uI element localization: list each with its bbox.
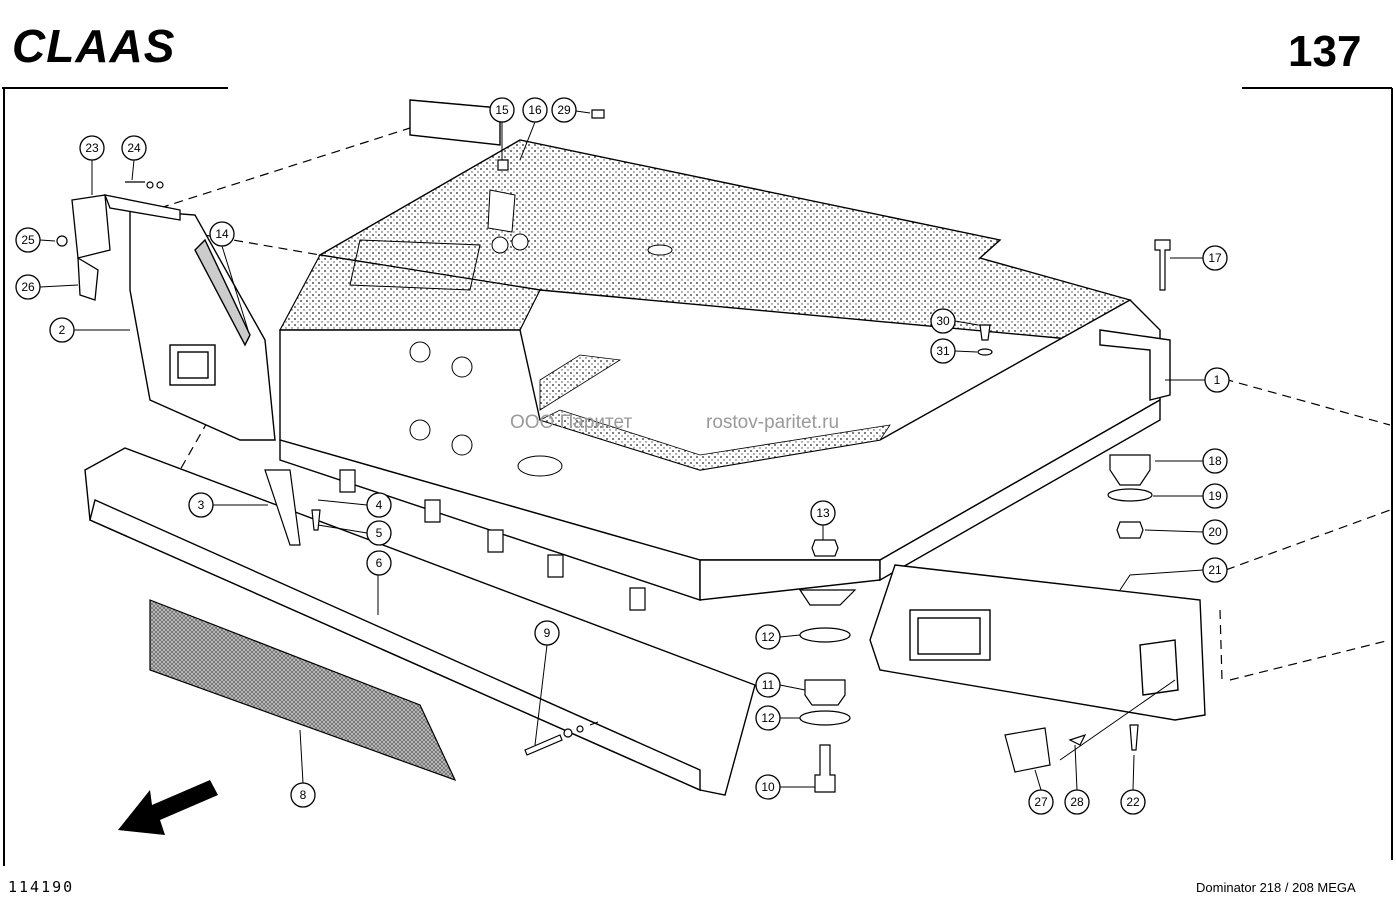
callout-10: 10 <box>755 774 781 800</box>
callout-24: 24 <box>121 135 147 161</box>
callout-30: 30 <box>930 308 956 334</box>
right-side-panel <box>869 564 1206 721</box>
model-name: Dominator 218 / 208 MEGA <box>1196 880 1356 895</box>
page-frame <box>2 87 1393 866</box>
callout-5: 5 <box>366 520 392 546</box>
svg-text:28: 28 <box>1070 795 1084 809</box>
svg-text:24: 24 <box>127 141 141 155</box>
document-id: 114190 <box>8 878 74 896</box>
svg-text:29: 29 <box>557 103 571 117</box>
cab-floor-plate <box>279 139 1132 341</box>
svg-text:4: 4 <box>376 498 383 512</box>
rear-frame-block <box>409 99 501 146</box>
svg-text:8: 8 <box>300 788 307 802</box>
direction-arrow-icon <box>118 780 218 835</box>
callout-21: 21 <box>1202 557 1228 583</box>
callout-14: 14 <box>209 221 235 247</box>
callout-1: 1 <box>1204 367 1230 393</box>
svg-text:17: 17 <box>1208 251 1222 265</box>
leader-lines <box>39 110 1205 791</box>
svg-text:25: 25 <box>21 233 35 247</box>
callout-23: 23 <box>79 135 105 161</box>
svg-text:9: 9 <box>544 626 551 640</box>
callout-16: 16 <box>522 97 548 123</box>
fasteners <box>56 109 1171 793</box>
svg-text:12: 12 <box>761 711 775 725</box>
svg-text:30: 30 <box>936 314 950 328</box>
svg-text:20: 20 <box>1208 525 1222 539</box>
callout-31: 31 <box>930 338 956 364</box>
watermark-site: rostov-paritet.ru <box>706 412 839 433</box>
svg-text:23: 23 <box>85 141 99 155</box>
svg-text:13: 13 <box>816 506 830 520</box>
callout-12-upper: 12 <box>755 624 781 650</box>
callout-9: 9 <box>534 620 560 646</box>
front-bumper <box>84 447 756 796</box>
svg-text:10: 10 <box>761 780 775 794</box>
svg-text:21: 21 <box>1208 563 1222 577</box>
platform-frame <box>279 299 1171 601</box>
svg-text:26: 26 <box>21 280 35 294</box>
mounting-tabs <box>339 469 646 611</box>
svg-text:16: 16 <box>528 103 542 117</box>
svg-text:5: 5 <box>376 526 383 540</box>
callout-18: 18 <box>1202 448 1228 474</box>
callout-28: 28 <box>1064 789 1090 815</box>
mesh-grille <box>149 599 457 782</box>
callout-11: 11 <box>755 672 781 698</box>
svg-text:15: 15 <box>495 103 509 117</box>
callout-17: 17 <box>1202 245 1228 271</box>
svg-text:2: 2 <box>59 323 66 337</box>
callout-26: 26 <box>15 274 41 300</box>
callout-13: 13 <box>810 500 836 526</box>
callout-6: 6 <box>366 550 392 576</box>
svg-text:3: 3 <box>198 498 205 512</box>
callout-2: 2 <box>49 317 75 343</box>
svg-text:27: 27 <box>1034 795 1048 809</box>
svg-text:12: 12 <box>761 630 775 644</box>
left-side-panel <box>129 209 276 441</box>
callout-25: 25 <box>15 227 41 253</box>
callout-20: 20 <box>1202 519 1228 545</box>
callout-29: 29 <box>551 97 577 123</box>
svg-text:31: 31 <box>936 344 950 358</box>
callout-27: 27 <box>1028 789 1054 815</box>
svg-text:6: 6 <box>376 556 383 570</box>
callout-3: 3 <box>188 492 214 518</box>
callout-12-lower: 12 <box>755 705 781 731</box>
svg-text:19: 19 <box>1208 489 1222 503</box>
callout-22: 22 <box>1120 789 1146 815</box>
page-number: 137 <box>1288 27 1361 76</box>
brand-logo: CLAAS <box>12 20 175 72</box>
callout-8: 8 <box>290 782 316 808</box>
platform-holes <box>409 233 673 477</box>
bracket-23 <box>71 194 181 301</box>
svg-text:11: 11 <box>762 678 775 692</box>
svg-text:14: 14 <box>215 227 229 241</box>
callout-4: 4 <box>366 492 392 518</box>
svg-text:22: 22 <box>1126 795 1140 809</box>
watermark-company: ООО Паритет <box>510 412 632 433</box>
svg-text:1: 1 <box>1214 373 1221 387</box>
svg-text:18: 18 <box>1208 454 1222 468</box>
callout-15: 15 <box>489 97 515 123</box>
floor-opening-stipple <box>538 354 891 471</box>
callout-19: 19 <box>1202 483 1228 509</box>
